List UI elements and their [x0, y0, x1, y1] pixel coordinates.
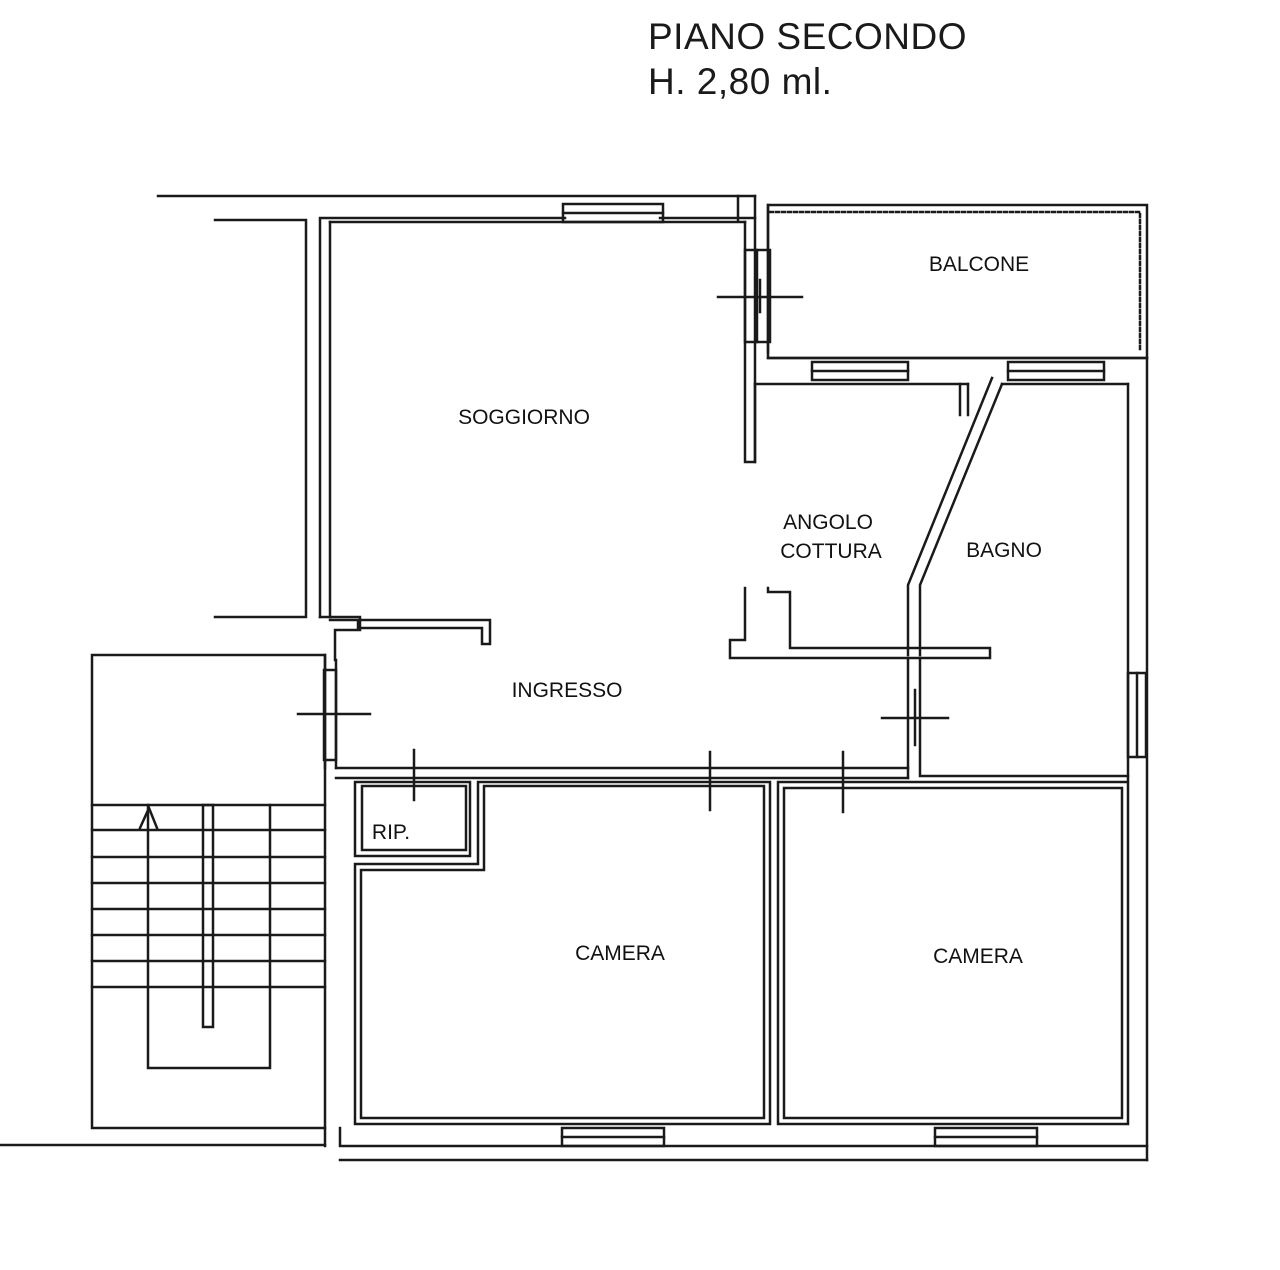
bottom-outer-wall	[323, 1126, 1149, 1162]
room-label-camera-right: CAMERA	[933, 945, 1023, 968]
ingresso-top-wall	[318, 615, 492, 662]
room-label-bagno: BAGNO	[966, 539, 1042, 562]
kitchen-counter	[728, 586, 992, 660]
bagno-door	[880, 688, 950, 747]
room-label-balcone: BALCONE	[929, 253, 1029, 276]
kitchen-top-wall	[753, 356, 1149, 386]
plan-header: PIANO SECONDO H. 2,80 ml.	[648, 14, 967, 104]
room-label-ripostiglio: RIP.	[372, 821, 410, 844]
soggiorno-window	[561, 202, 665, 224]
kitchen-divider	[958, 382, 970, 417]
stairwell	[90, 653, 327, 1130]
bagno-right-wall	[1126, 356, 1149, 1162]
room-label-cottura: COTTURA	[780, 540, 882, 563]
camera-right-outline	[776, 750, 1130, 1126]
room-label-ingresso: INGRESSO	[512, 679, 623, 702]
camera-left-outline	[353, 750, 772, 1126]
floor-title: PIANO SECONDO	[648, 16, 967, 57]
room-label-soggiorno: SOGGIORNO	[458, 406, 590, 429]
left-outer-wall	[213, 218, 308, 619]
ingresso-bottom-wall	[334, 766, 910, 780]
ingresso-left-wall	[323, 653, 338, 770]
balcone-door	[716, 248, 804, 344]
entrance-door	[296, 668, 372, 762]
bagno-diagonal-wall	[906, 376, 1004, 657]
soggiorno-right-wall	[736, 194, 757, 464]
room-label-camera-left: CAMERA	[575, 942, 665, 965]
ceiling-height: H. 2,80 ml.	[648, 61, 833, 102]
room-label-angolo: ANGOLO	[783, 511, 873, 534]
bagno-window-top	[1006, 360, 1106, 382]
camera-left-window	[560, 1126, 666, 1148]
bagno-window-right	[1126, 671, 1148, 759]
balcone-outline	[766, 203, 1149, 360]
camera-right-window	[933, 1126, 1039, 1148]
soggiorno-top-wall	[318, 216, 757, 224]
soggiorno-left-wall	[318, 218, 332, 619]
kitchen-window	[810, 360, 910, 382]
ripostiglio-outline	[353, 748, 472, 858]
